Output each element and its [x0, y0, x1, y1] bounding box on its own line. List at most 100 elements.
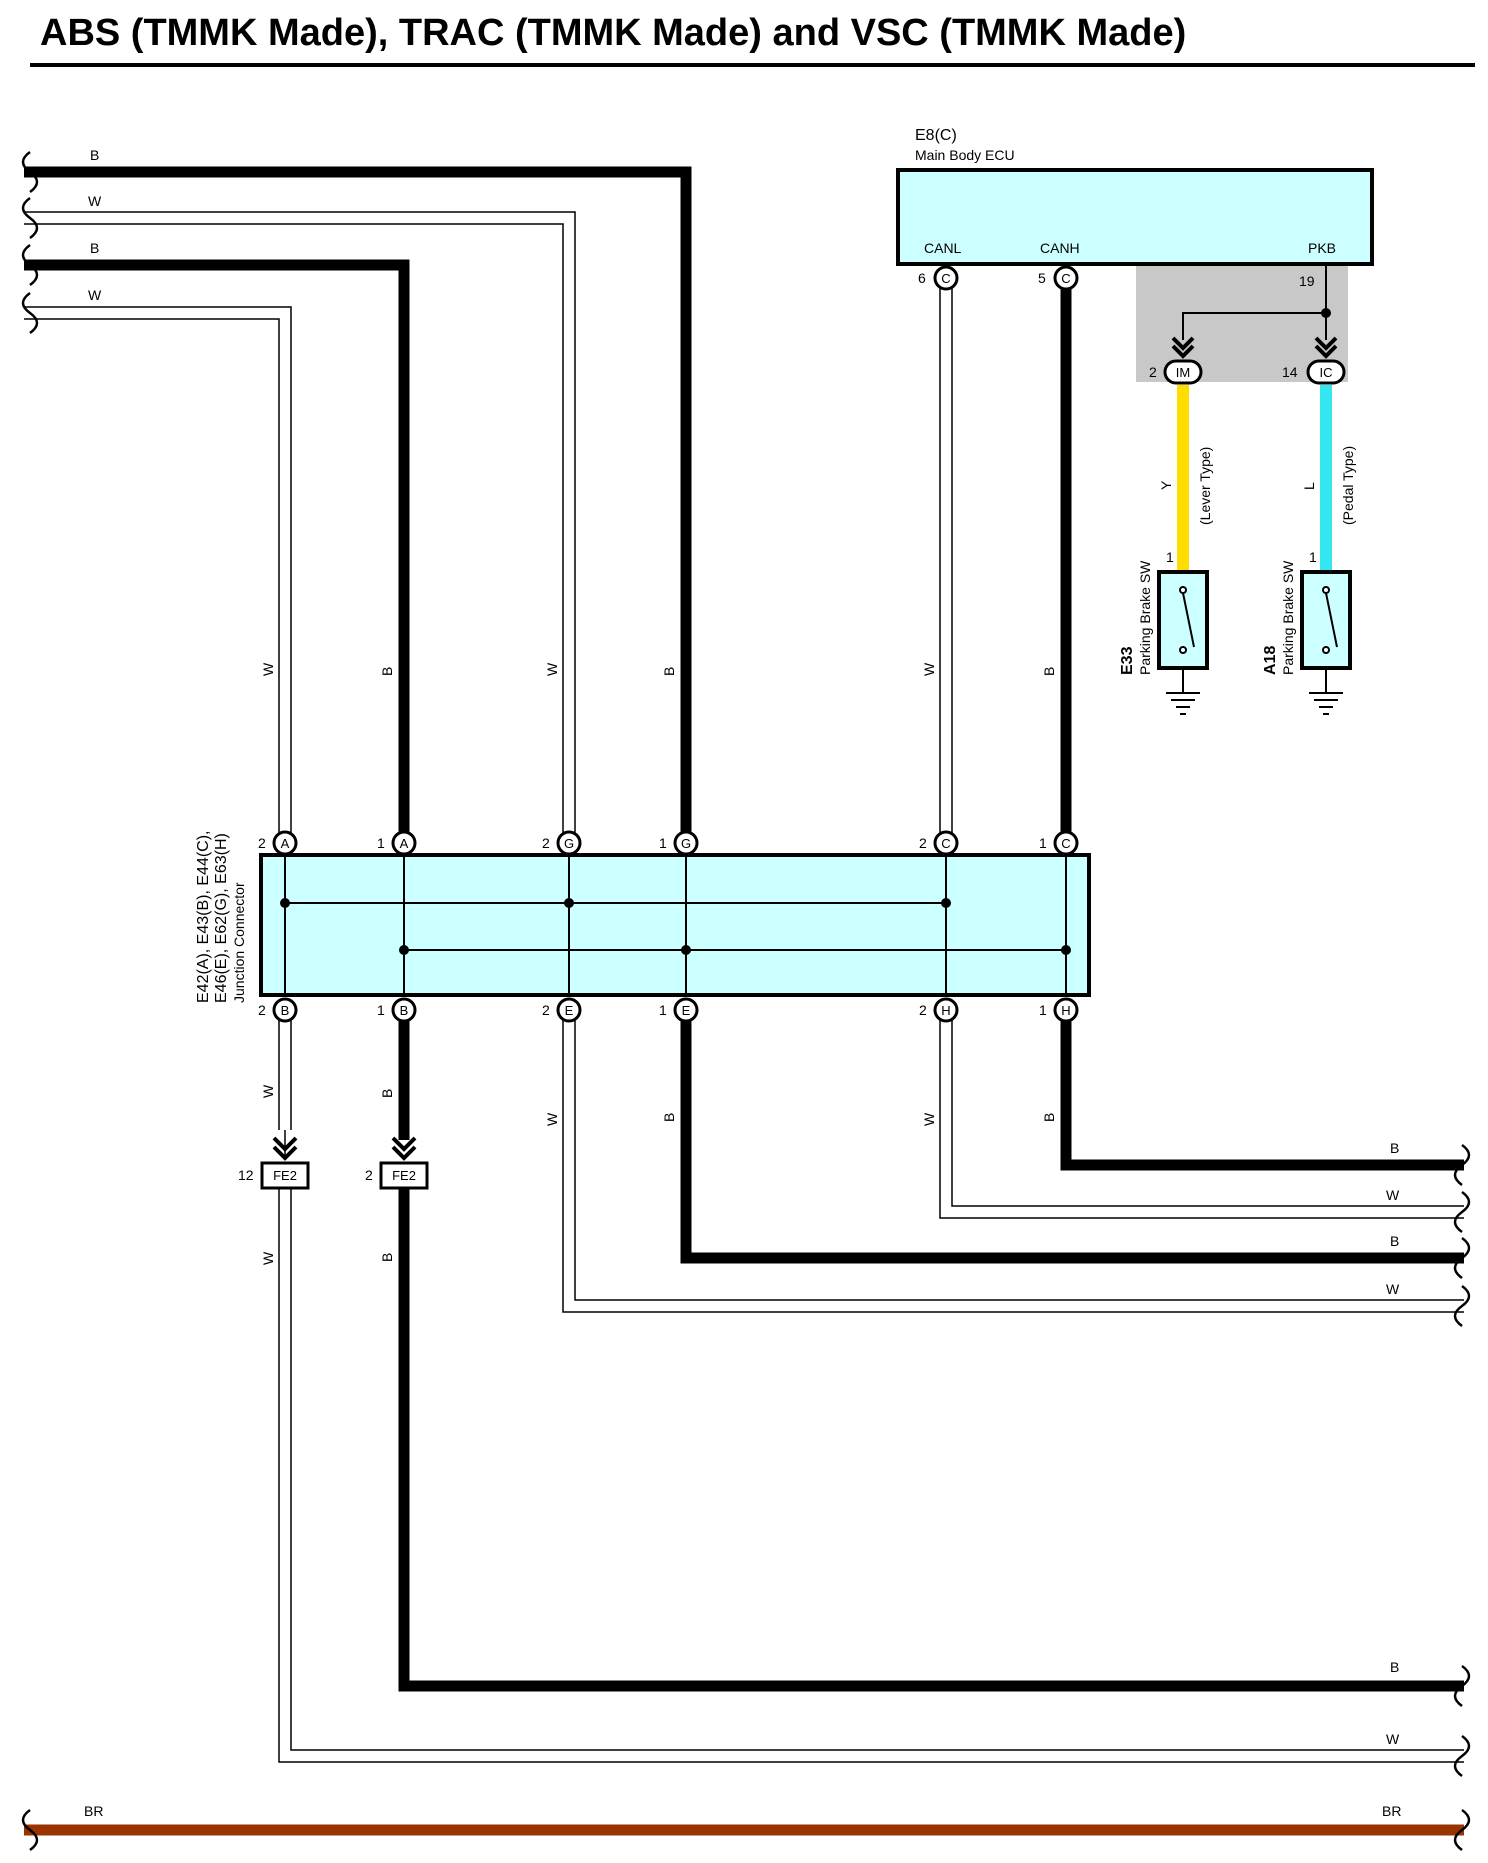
wire-label-right: B	[1390, 1659, 1399, 1675]
fe2-2-label: FE2	[392, 1168, 416, 1183]
ecu-box	[896, 168, 1374, 266]
ecu-terminal-canl: CANL	[924, 240, 962, 256]
wire-label-vertical: W	[260, 1251, 276, 1265]
top-pin-letter: C	[1061, 836, 1070, 851]
ecu-terminal-pkb: PKB	[1308, 240, 1336, 256]
wire-label-y: Y	[1158, 480, 1174, 490]
wire-label-left: B	[90, 147, 99, 163]
wire-white-h2-outer	[939, 1010, 1464, 1219]
top-pin-num: 1	[1039, 835, 1047, 851]
top-pin-num: 2	[542, 835, 550, 851]
wire-white-e2-outer	[562, 1010, 1464, 1313]
wire-label-right: W	[1386, 1281, 1400, 1297]
bottom-pin-letter: E	[565, 1003, 574, 1018]
break-mark-right-br	[1453, 1808, 1471, 1852]
wire-white-a2-outer	[24, 306, 292, 838]
wire-label-vertical: W	[921, 662, 937, 676]
top-pin-letter: A	[400, 836, 409, 851]
wire-black-e1	[680, 1010, 1464, 1264]
break-mark-left-br	[21, 1808, 39, 1852]
pin-im: 2	[1149, 364, 1157, 380]
wire-label-right: W	[1386, 1731, 1400, 1747]
wire-black-g1	[24, 166, 692, 838]
title-underline	[30, 63, 1475, 67]
top-pin-num: 1	[377, 835, 385, 851]
wire-label-vertical: B	[661, 1113, 677, 1122]
wire-label-vertical: W	[260, 1084, 276, 1098]
wire-white-e2-inner	[574, 1010, 1464, 1301]
wire-label-l: L	[1301, 482, 1317, 490]
break-mark-right-1	[1453, 1143, 1471, 1187]
top-pin-num: 1	[659, 835, 667, 851]
junction-internal-wiring	[284, 855, 1067, 995]
bottom-pin-letter: H	[941, 1003, 950, 1018]
wire-label-vertical: B	[379, 1253, 395, 1262]
pedal-type-note: (Pedal Type)	[1340, 446, 1356, 525]
wire-label-vertical: B	[1041, 1113, 1057, 1122]
wire-label-vertical: B	[1041, 667, 1057, 676]
pin-a18: 1	[1309, 549, 1317, 565]
ecu-terminal-canh: CANH	[1040, 240, 1080, 256]
junction-bottom-pins: B 2 B 1 E 2 E 1 H 2 H 1	[258, 997, 1079, 1023]
wire-label-left: W	[88, 287, 102, 303]
wire-white-fe2-12-outer	[278, 1188, 1464, 1763]
chevron-im-icon	[1171, 336, 1195, 359]
wire-white-g2-outer	[24, 211, 576, 838]
ecu-pin-canh-letter: C	[1061, 271, 1070, 286]
connector-im	[1163, 359, 1203, 385]
wire-white-a2-inner	[24, 318, 280, 838]
break-mark-right-4	[1453, 1284, 1471, 1328]
wire-label-vertical: W	[544, 1112, 560, 1126]
wire-label-vertical: W	[921, 1112, 937, 1126]
junction-name: Junction Connector	[231, 882, 247, 1003]
ecu-pin-canl	[933, 265, 959, 291]
bottom-pin-num: 2	[542, 1002, 550, 1018]
junction-ids-line1: E42(A), E43(B), E44(C),	[195, 831, 212, 1004]
junction-top-pins: A 2 A 1 G 2 G 1 C 2 C 1	[258, 830, 1079, 856]
wire-label-br-left: BR	[84, 1803, 103, 1819]
bottom-pin-num: 1	[377, 1002, 385, 1018]
fe2-2-pin: 2	[365, 1167, 373, 1183]
page-title: ABS (TMMK Made), TRAC (TMMK Made) and VS…	[40, 12, 1187, 54]
ecu-pin-canh	[1053, 265, 1079, 291]
wire-label-vertical: B	[379, 1089, 395, 1098]
fe2-12-pin: 12	[238, 1167, 254, 1183]
bottom-pin-num: 1	[1039, 1002, 1047, 1018]
wire-label-br-right: BR	[1382, 1803, 1401, 1819]
pkb-junction-dot	[1321, 308, 1331, 318]
bottom-pin-letter: H	[1061, 1003, 1070, 1018]
wire-label-right: B	[1390, 1233, 1399, 1249]
switch-a18-ref: A18	[1262, 646, 1279, 675]
top-pin-num: 2	[919, 835, 927, 851]
switch-e33-symbol-icon	[1166, 586, 1200, 715]
connector-ic-label: IC	[1320, 365, 1333, 380]
switch-a18-symbol-icon	[1309, 586, 1343, 715]
connector-im-label: IM	[1176, 365, 1190, 380]
break-mark-right-2	[1453, 1190, 1471, 1234]
wire-black-fe2-2	[398, 1188, 1464, 1692]
fe2-12-label: FE2	[273, 1168, 297, 1183]
wire-pkb-branch	[1182, 312, 1326, 340]
top-pin-letter: G	[681, 836, 691, 851]
connector-fe2-2	[379, 1161, 429, 1190]
bottom-pin-num: 1	[659, 1002, 667, 1018]
chevron-fe2-2-icon	[391, 1136, 417, 1161]
break-mark-left-3	[21, 243, 39, 287]
pin-canl: 6	[918, 270, 926, 286]
ecu-name: Main Body ECU	[915, 147, 1015, 163]
bottom-pin-letter: E	[682, 1003, 691, 1018]
bottom-pin-num: 2	[258, 1002, 266, 1018]
wire-label-right: B	[1390, 1140, 1399, 1156]
break-mark-left-1	[21, 150, 39, 194]
break-mark-right-5	[1453, 1664, 1471, 1708]
bottom-pin-letter: B	[281, 1003, 290, 1018]
top-pin-letter: G	[564, 836, 574, 851]
break-mark-left-4	[21, 291, 39, 335]
pin-pkb: 19	[1299, 273, 1315, 289]
top-pin-letter: C	[941, 836, 950, 851]
switch-e33-ref: E33	[1119, 646, 1136, 675]
pin-e33: 1	[1166, 549, 1174, 565]
ecu-ref: E8(C)	[915, 127, 957, 144]
wire-label-vertical: B	[379, 667, 395, 676]
